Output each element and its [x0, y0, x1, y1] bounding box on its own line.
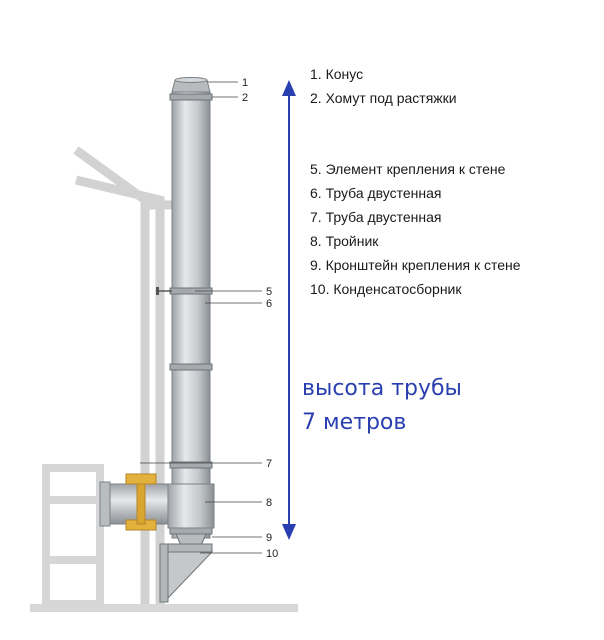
legend-item-cone: 1. Конус [310, 66, 364, 82]
legend-item-wall-fastening: 5. Элемент крепления к стене [310, 161, 506, 177]
legend-item-condensate-collector: 10. Конденсатосборник [310, 281, 462, 297]
wall-fastening-plate [156, 287, 159, 295]
callout-5: 5 [266, 286, 272, 298]
legend-item-wall-bracket: 9. Кронштейн крепления к стене [310, 257, 521, 273]
tee-body [167, 483, 215, 529]
cone-top [174, 77, 208, 83]
legend-item-double-pipe-7: 7. Труба двустенная [310, 209, 442, 225]
callout-1: 1 [242, 77, 248, 89]
height-label-line2: 7 метров [302, 410, 407, 435]
boiler [42, 464, 104, 608]
house-outline [73, 146, 175, 610]
height-label-line1: высота трубы [302, 376, 462, 401]
legend-item-tee: 8. Тройник [310, 233, 379, 249]
wall-insulation-middle [136, 483, 146, 525]
callout-10: 10 [266, 548, 278, 560]
leader-lines [140, 81, 262, 554]
wall-bracket [159, 543, 214, 603]
chimney-pipe [171, 91, 211, 539]
callout-8: 8 [266, 497, 272, 509]
legend-item-clamp: 2. Хомут под растяжки [310, 90, 457, 106]
horizontal-pipe-end [99, 481, 111, 527]
wall-insulation-top [125, 473, 157, 485]
callout-9: 9 [266, 532, 272, 544]
callout-6: 6 [266, 298, 272, 310]
callout-7: 7 [266, 458, 272, 470]
ground-line [30, 604, 298, 612]
height-arrow [282, 80, 296, 540]
legend-item-double-pipe-6: 6. Труба двустенная [310, 185, 442, 201]
callout-2: 2 [242, 92, 248, 104]
